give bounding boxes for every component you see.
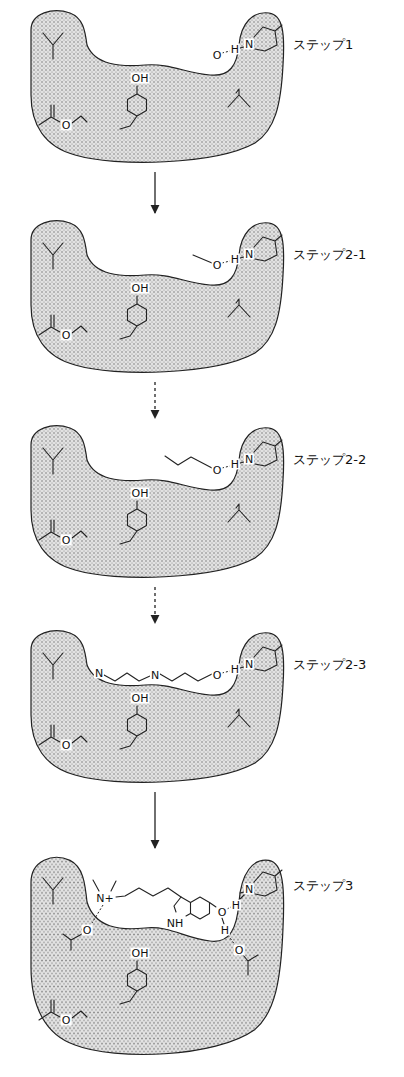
pocket-panel bbox=[31, 11, 284, 163]
atom-label: H bbox=[230, 254, 240, 265]
atom-label: O bbox=[234, 945, 245, 956]
step-label: ステップ2-3 bbox=[293, 657, 366, 673]
atom-label: O bbox=[61, 1015, 72, 1026]
atom-label: O bbox=[212, 670, 223, 681]
pocket-panel: ステップ3 bbox=[25, 850, 285, 1065]
atom-label: O bbox=[61, 330, 72, 341]
pocket-panel: ステップ1 bbox=[25, 5, 285, 170]
step-label: ステップ2-1 bbox=[293, 247, 366, 263]
atom-label: N+ bbox=[95, 893, 114, 904]
atom-label: O bbox=[61, 740, 72, 751]
atom-label: H bbox=[230, 459, 240, 470]
pocket-panel bbox=[31, 857, 284, 1054]
step-label: ステップ1 bbox=[293, 37, 353, 53]
atom-label: H bbox=[231, 900, 241, 911]
step-label: ステップ2-2 bbox=[293, 452, 366, 468]
step-arrow bbox=[154, 382, 155, 418]
step-arrow bbox=[154, 587, 155, 623]
atom-label: O bbox=[212, 465, 223, 476]
atom-label: O bbox=[61, 535, 72, 546]
pocket-panel: ステップ2-1 bbox=[25, 215, 285, 380]
atom-label: O bbox=[82, 925, 93, 936]
atom-label: NH bbox=[166, 918, 185, 929]
atom-label: OH bbox=[131, 283, 150, 294]
atom-label: O bbox=[217, 907, 228, 918]
atom-label: N bbox=[150, 670, 160, 681]
atom-label: H bbox=[230, 664, 240, 675]
atom-label: OH bbox=[131, 73, 150, 84]
atom-label: N bbox=[244, 884, 254, 895]
atom-label: N bbox=[244, 659, 254, 670]
atom-label: O bbox=[212, 50, 223, 61]
atom-label: OH bbox=[131, 488, 150, 499]
atom-label: N bbox=[244, 454, 254, 465]
atom-label: H bbox=[220, 925, 230, 936]
atom-label: OH bbox=[131, 948, 150, 959]
atom-label: O bbox=[212, 260, 223, 271]
step-label: ステップ3 bbox=[293, 878, 353, 894]
atom-label: O bbox=[61, 120, 72, 131]
pocket-panel bbox=[31, 426, 284, 578]
pocket-panel: ステップ2-3 bbox=[25, 625, 285, 790]
pocket-panel bbox=[31, 631, 284, 783]
pocket-panel: ステップ2-2 bbox=[25, 420, 285, 585]
atom-label: N bbox=[94, 668, 104, 679]
atom-label: N bbox=[244, 249, 254, 260]
pocket-panel bbox=[31, 221, 284, 373]
atom-label: H bbox=[230, 44, 240, 55]
atom-label: OH bbox=[131, 693, 150, 704]
atom-label: N bbox=[244, 39, 254, 50]
step-arrow bbox=[154, 172, 155, 213]
step-arrow bbox=[154, 792, 155, 848]
